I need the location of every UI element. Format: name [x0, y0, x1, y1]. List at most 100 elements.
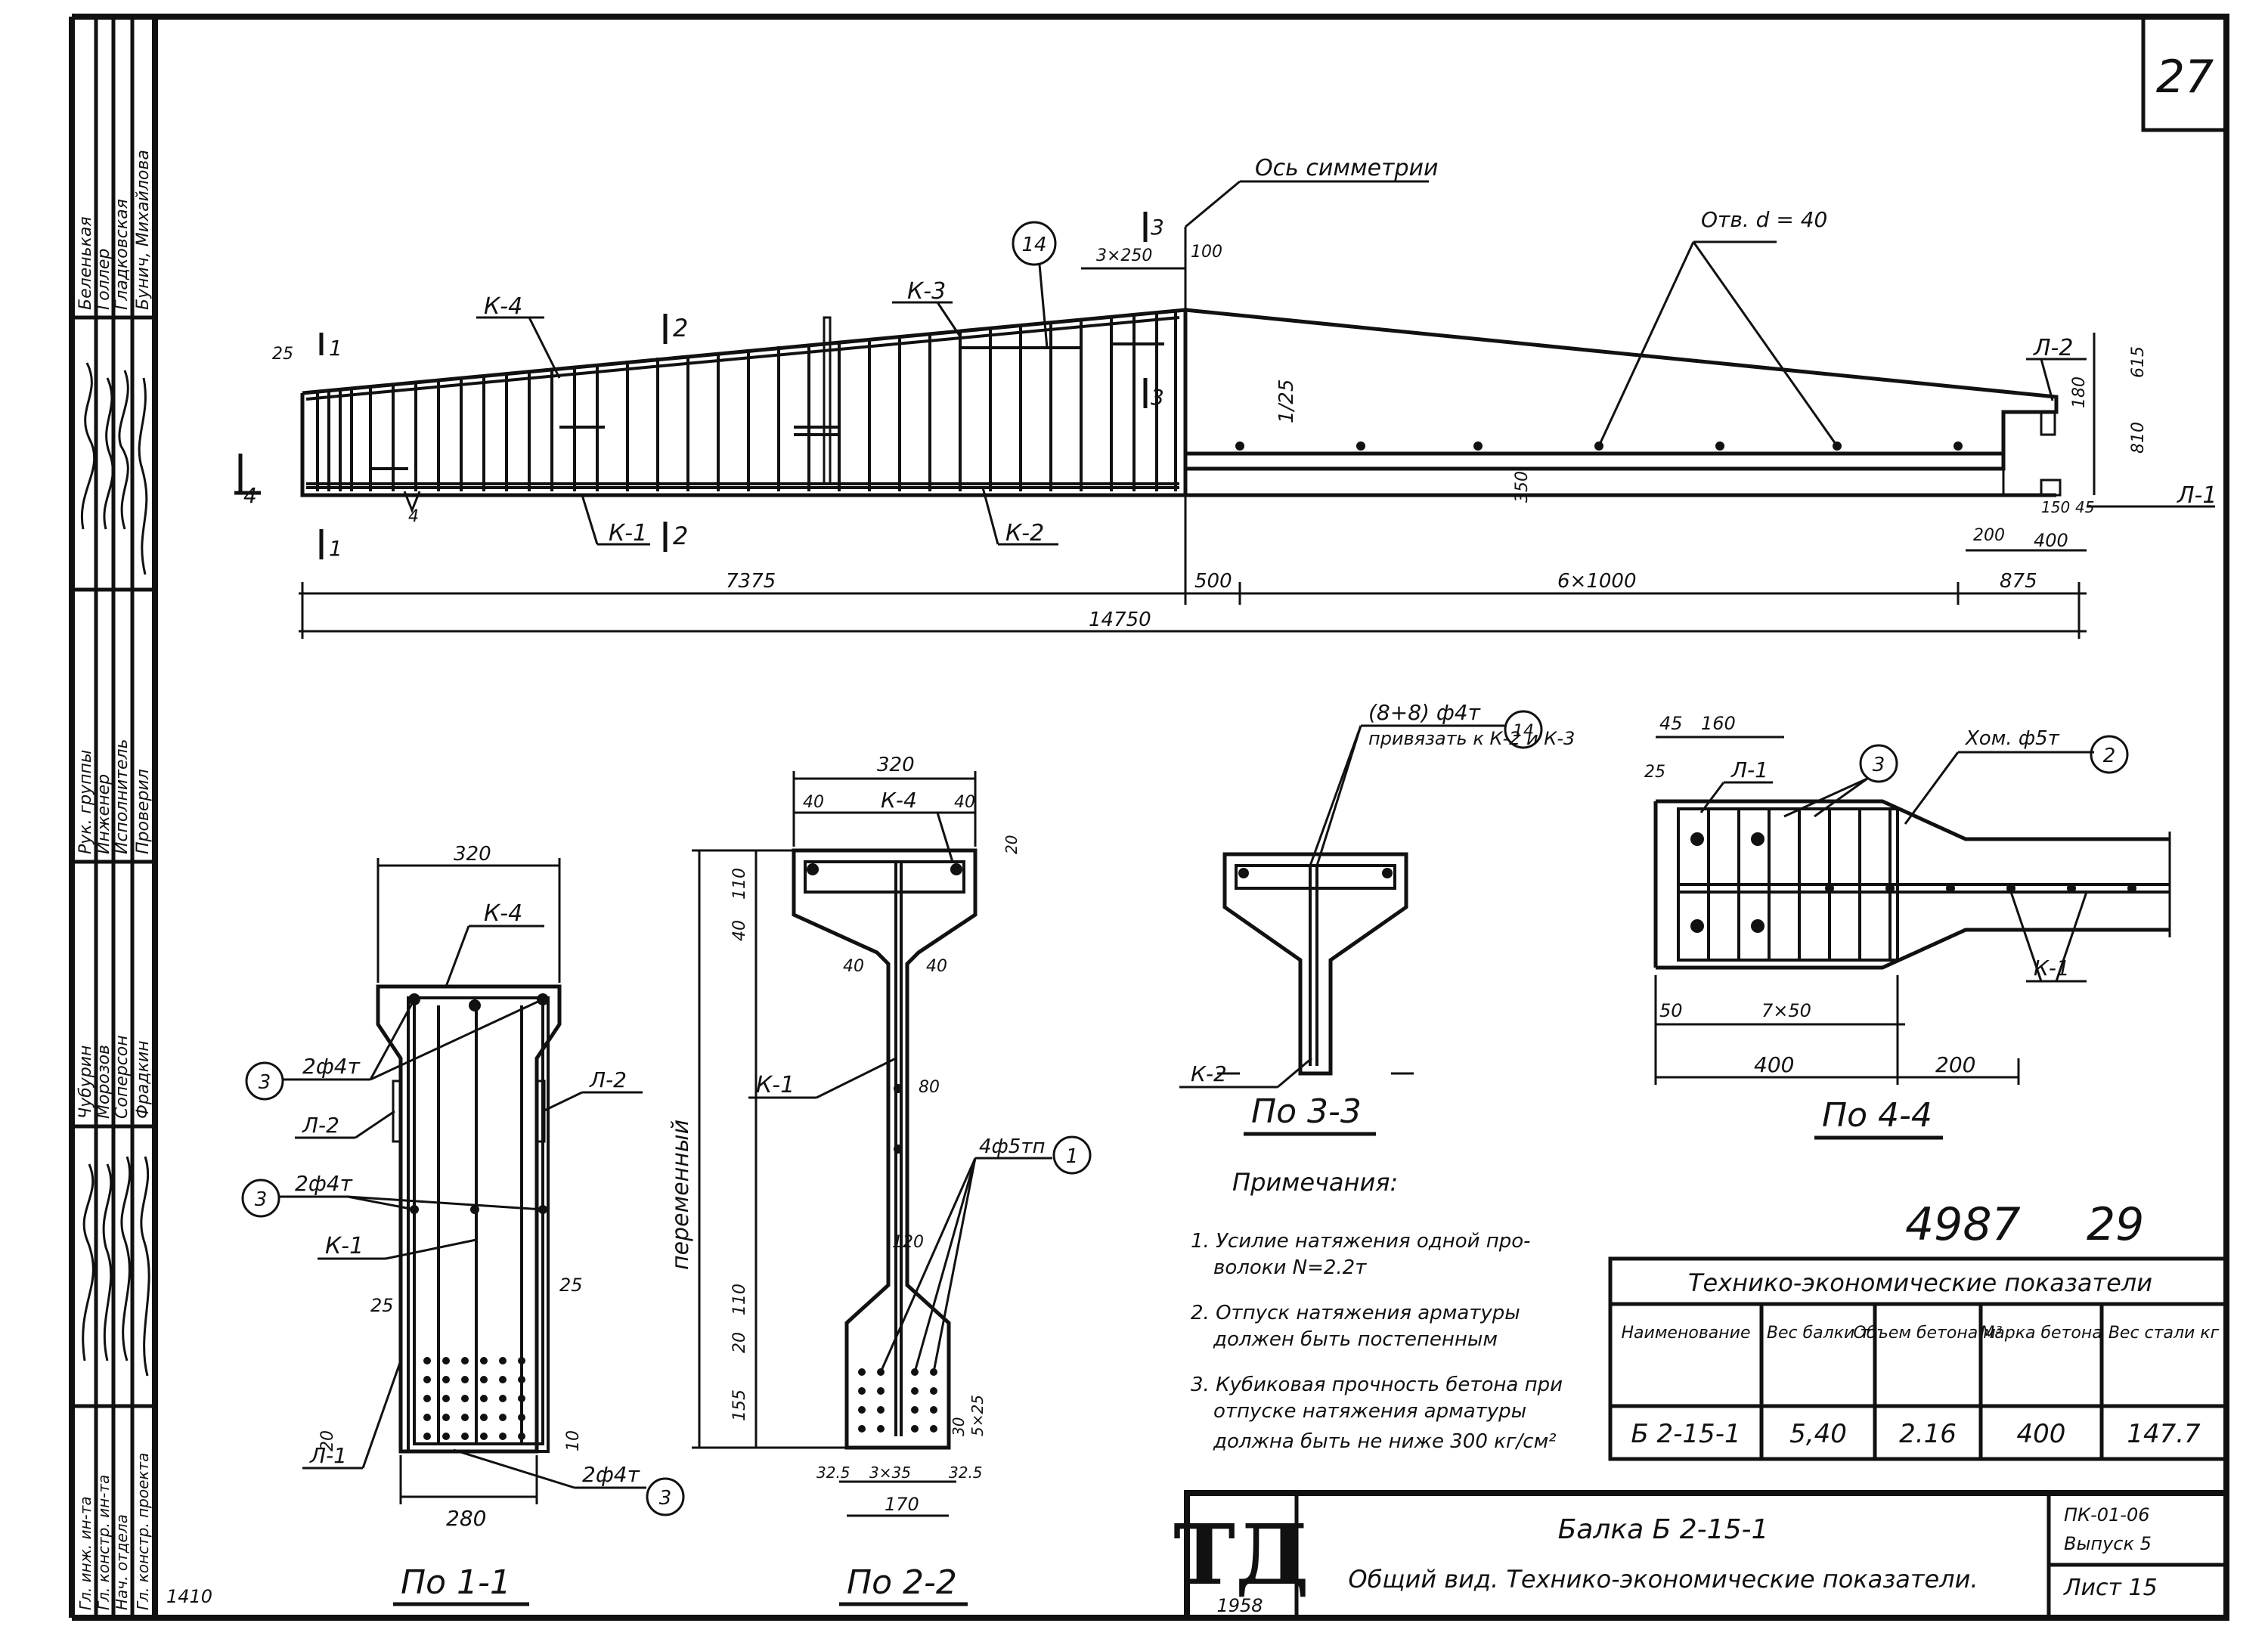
label-k4: К-4 [484, 900, 522, 927]
dim: 180 [2070, 376, 2089, 408]
dim: 3×250 [1096, 246, 1152, 265]
dim: 80 [919, 1078, 940, 1097]
callout-2: 2 [2103, 745, 2116, 767]
dim: 1/25 [1275, 379, 1298, 423]
sheet-number: Лист 15 [2063, 1575, 2158, 1601]
dim: 875 [2000, 570, 2037, 593]
dim: 400 [2034, 530, 2068, 551]
dim: 20 [318, 1430, 337, 1451]
dim: 40 [730, 920, 749, 941]
elevation-dims: 3×250 100 25 1/25 350 615 180 810 150 45… [272, 243, 2148, 639]
table-cell: Б 2-15-1 [1631, 1419, 1740, 1449]
strand-grid-2 [858, 1368, 937, 1433]
dim: 32.5 [949, 1464, 983, 1482]
dim: 200 [1935, 1052, 1975, 1077]
note-line: 3. Кубиковая прочность бетона при [1191, 1374, 1563, 1396]
stamp-role: Гл. констр. ин-та [94, 1475, 113, 1610]
dim: 40 [803, 793, 824, 812]
stamp-role: Гл. констр. проекта [134, 1453, 152, 1610]
dim: 3×35 [869, 1464, 911, 1482]
section-4-4: 45 160 25 Л-1 3 Хом. ф5т 2 К-1 50 7×50 4… [1644, 713, 2171, 1140]
dim: 20 [730, 1332, 749, 1353]
series: ПК-01-06 [2064, 1504, 2149, 1526]
dim: 7×50 [1761, 1000, 1811, 1021]
label-k2: К-2 [1005, 520, 1044, 547]
section-mark-1: 1 [329, 336, 342, 361]
tie-label: привязать к К-2 и К-3 [1368, 728, 1575, 749]
callout-3: 3 [259, 1071, 271, 1094]
stamp-right-roles: Рук. группы Инженер Исполнитель Проверил [76, 739, 153, 854]
dim: 155 [730, 1389, 749, 1421]
rebar-label: 4ф5тп [979, 1135, 1045, 1158]
table-header: Наименование [1622, 1324, 1751, 1343]
stamp-left-names: Чубурин Морозов Соперсон Фрадкин [76, 1035, 153, 1119]
dim: 400 [1754, 1052, 1794, 1077]
side-label: переменный [668, 1120, 694, 1270]
section-mark-3: 3 [1151, 215, 1164, 240]
dim: 45 [2075, 498, 2094, 516]
callout-3: 3 [1873, 754, 1885, 776]
stamp-role: Исполнитель [113, 739, 132, 854]
label-l1: Л-1 [309, 1443, 347, 1468]
section-mark-3: 3 [1151, 385, 1164, 410]
stamp-name: Соперсон [113, 1035, 132, 1119]
table-header: Объем бетона м³ [1853, 1324, 2002, 1343]
section-3-title: По 3-3 [1251, 1092, 1362, 1131]
table-cell: 147.7 [2127, 1419, 2201, 1449]
hole-label: Отв. d = 40 [1701, 207, 1827, 232]
dim: 110 [730, 1284, 749, 1315]
callout-14-number: 14 [1021, 234, 1046, 256]
label-k3: К-3 [907, 278, 946, 305]
dim: 40 [954, 793, 975, 812]
issue: Выпуск 5 [2064, 1533, 2152, 1554]
logo-year: 1958 [1216, 1595, 1263, 1616]
stamp-left-roles: Гл. инж. ин-та Гл. констр. ин-та Нач. от… [76, 1453, 152, 1610]
dim: 500 [1194, 570, 1232, 593]
dim: 615 [2129, 346, 2148, 378]
corner-note: 1410 [166, 1586, 212, 1607]
side-stamp: Беленькая Голлер Гладковская Бунич, Миха… [72, 17, 155, 1618]
dim: 6×1000 [1557, 570, 1637, 593]
rebar-label: 2ф4т [302, 1054, 361, 1079]
dim: 350 [1513, 471, 1532, 503]
dim: 32.5 [816, 1464, 850, 1482]
dim: 280 [446, 1506, 486, 1531]
label-k1: К-1 [325, 1233, 364, 1259]
rebar-label: (8+8) ф4т [1368, 700, 1481, 725]
dim: 40 [926, 957, 947, 976]
dim: 50 [1659, 1000, 1683, 1021]
table-cell: 5,40 [1789, 1419, 1847, 1449]
label-l2: Л-2 [2033, 335, 2073, 361]
table-header: Марка бетона [1980, 1324, 2102, 1343]
elevation-bar-labels: К-4 К-3 К-1 К-2 Л-1 Л-2 [476, 278, 2217, 547]
dim: 810 [2129, 422, 2148, 454]
title-subtitle: Общий вид. Технико-экономические показат… [1348, 1565, 1978, 1594]
title-block: ТД 1958 Балка Б 2-15-1 Общий вид. Техник… [1173, 1490, 2229, 1621]
stamp-number: 4987 [1905, 1198, 2021, 1251]
note-line: отпуске натяжения арматуры [1213, 1400, 1526, 1423]
page-number-box: 27 [2141, 14, 2229, 132]
note-line: должен быть постепенным [1213, 1328, 1498, 1351]
section-mark-1: 1 [329, 536, 342, 561]
section-3-3: (8+8) ф4т привязать к К-2 и К-3 14 К-2 П… [1179, 700, 1575, 1136]
label-l2: Л-2 [302, 1113, 339, 1138]
section-4-title: По 4-4 [1822, 1096, 1932, 1135]
stamp-role: Гл. инж. ин-та [76, 1496, 94, 1610]
dim: 320 [454, 843, 491, 866]
stirrups [316, 311, 1177, 491]
section-1-title: По 1-1 [401, 1563, 511, 1602]
stamp-name: Гладковская [113, 199, 132, 310]
note-line: 1. Усилие натяжения одной про- [1191, 1230, 1531, 1253]
section-2-title: По 2-2 [847, 1563, 957, 1602]
stamp-role: Проверил [134, 769, 153, 854]
stamp-name: Бунич, Михайлова [134, 150, 153, 310]
title-name: Балка Б 2-15-1 [1558, 1514, 1769, 1545]
rebar-label: 2ф4т [582, 1462, 640, 1487]
stamp-role: Нач. отдела [113, 1514, 131, 1610]
signatures [81, 362, 150, 1377]
dim: 100 [1191, 243, 1222, 262]
dim: 45 [1659, 713, 1683, 734]
dim: 170 [885, 1494, 919, 1515]
section-1-1: 320 280 25 25 20 10 К-4 3 2ф4т Л-2 Л-2 3… [241, 843, 685, 1606]
dim: 5×25 [968, 1395, 987, 1436]
